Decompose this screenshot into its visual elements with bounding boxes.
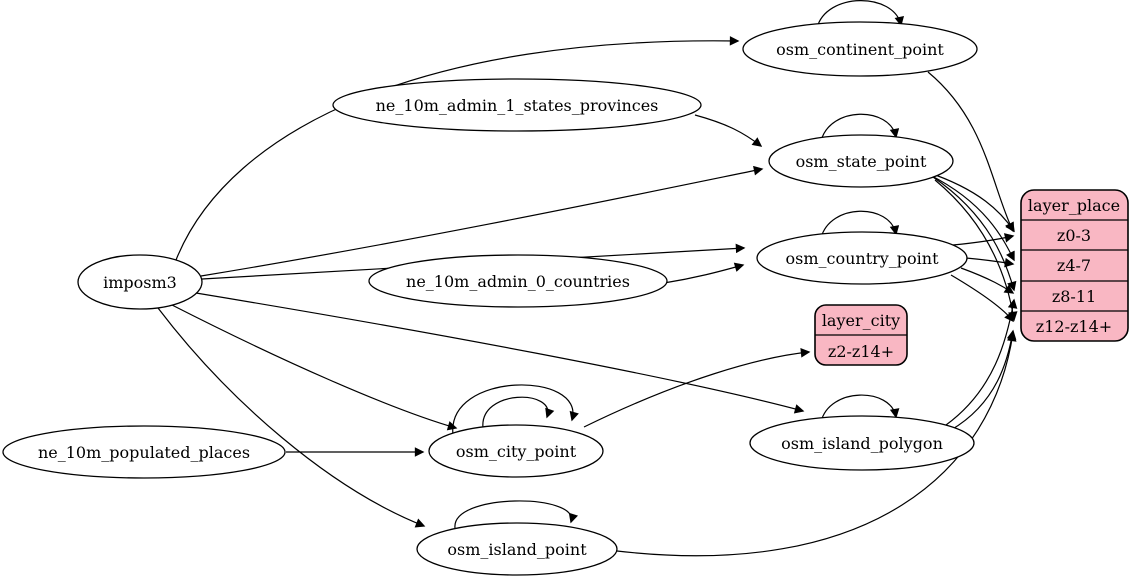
osm_state_point-shape: [768, 134, 954, 188]
edge-osm_country_point-layer_place-z4-7: [965, 257, 1015, 268]
self-loop-osm_island_polygon: [820, 394, 900, 423]
osm_island_point-label: osm_island_point: [447, 540, 587, 559]
imposm3-label: imposm3: [103, 273, 177, 292]
edge-osm_state_point-layer_place-z0-3: [926, 171, 1015, 233]
edge-osm_island_point-layer_place-z12-z14: [616, 331, 1017, 557]
edge-osm_country_point-layer_place-z0-3: [952, 233, 1015, 246]
self-loop-osm_state_point: [820, 113, 900, 142]
layer_place-title: layer_place: [1028, 196, 1120, 215]
self-loop-osm_city_point-outer: [452, 384, 579, 436]
edge-osm_island_polygon-layer_place-z8-11: [945, 298, 1018, 426]
layer_city-title: layer_city: [822, 311, 900, 330]
osm_island_polygon-shape: [749, 415, 975, 471]
node-osm_country_point: osm_country_point: [756, 231, 968, 285]
ne_10m_admin_1_states_provinces-shape: [332, 78, 702, 132]
node-osm_island_polygon: osm_island_polygon: [749, 415, 975, 471]
node-osm_continent_point: osm_continent_point: [742, 21, 978, 77]
osm_country_point-label: osm_country_point: [785, 249, 939, 268]
osm_island_point-shape: [416, 522, 618, 576]
node-ne_10m_admin_1_states_provinces: ne_10m_admin_1_states_provinces: [332, 78, 702, 132]
node-osm_island_point: osm_island_point: [416, 522, 618, 576]
edge-osm_continent_point-layer_place-z0-3: [927, 71, 1014, 233]
self-loop-osm_city_point-inner: [482, 396, 555, 429]
osm_city_point-shape: [428, 424, 604, 478]
edge-imposm3-osm_city_point: [171, 304, 458, 431]
layer_place-row-z12-z14: z12-z14+: [1036, 317, 1112, 336]
self-loop-osm_continent_point: [816, 0, 904, 29]
edge-osm_city_point-layer_city-z2-z14: [583, 348, 811, 428]
node-ne_10m_populated_places: ne_10m_populated_places: [2, 425, 286, 479]
imposm3-shape: [77, 254, 203, 310]
osm_country_point-shape: [756, 231, 968, 285]
osm_island_polygon-label: osm_island_polygon: [781, 434, 943, 453]
node-layer_city: layer_city z2-z14+: [814, 304, 908, 366]
osm_continent_point-shape: [742, 21, 978, 77]
layer_city-row-z2-z14: z2-z14+: [828, 342, 894, 361]
edge-group: [157, 0, 1018, 557]
edge-osm_state_point-layer_place-z8-11: [932, 176, 1017, 292]
edge-osm_island_polygon-layer_place-z12-z14: [950, 329, 1017, 431]
node-osm_state_point: osm_state_point: [768, 134, 954, 188]
self-loop-osm_island_point: [454, 500, 578, 529]
osm_city_point-label: osm_city_point: [456, 442, 577, 461]
layer_place-shape: [1020, 189, 1129, 342]
ne_10m_admin_1_states_provinces-label: ne_10m_admin_1_states_provinces: [376, 96, 659, 115]
edge-imposm3-osm_island_polygon: [195, 292, 805, 414]
osm_state_point-label: osm_state_point: [796, 152, 927, 171]
layer_place-row-z4-7: z4-7: [1057, 256, 1091, 275]
ne_10m_admin_0_countries-label: ne_10m_admin_0_countries: [406, 272, 630, 291]
ne_10m_populated_places-shape: [2, 425, 286, 479]
node-layer_place: layer_place z0-3 z4-7 z8-11 z12-z14+: [1020, 189, 1129, 342]
edge-ne_10m_admin_0_countries-osm_country_point: [663, 262, 745, 284]
edge-ne_10m_admin_1_states_provinces-osm_state_point: [694, 114, 763, 147]
node-osm_city_point: osm_city_point: [428, 424, 604, 478]
ne_10m_populated_places-label: ne_10m_populated_places: [38, 443, 250, 462]
osm_continent_point-label: osm_continent_point: [776, 40, 944, 59]
layer_place-row-z8-11: z8-11: [1052, 287, 1096, 306]
ne_10m_admin_0_countries-shape: [368, 254, 668, 308]
self-loop-osm_country_point: [820, 210, 900, 239]
edge-imposm3-osm_state_point: [200, 165, 764, 277]
edge-imposm3-osm_island_point: [157, 307, 426, 528]
edge-osm_country_point-layer_place-z12-z14: [950, 274, 1014, 323]
edge-osm_state_point-layer_place-z4-7: [929, 174, 1015, 262]
node-imposm3: imposm3: [77, 254, 203, 310]
edge-osm_country_point-layer_place-z8-11: [960, 267, 1015, 294]
edge-imposm3-osm_continent_point: [175, 36, 740, 261]
layer_place-row-z0-3: z0-3: [1057, 226, 1091, 245]
node-ne_10m_admin_0_countries: ne_10m_admin_0_countries: [368, 254, 668, 308]
